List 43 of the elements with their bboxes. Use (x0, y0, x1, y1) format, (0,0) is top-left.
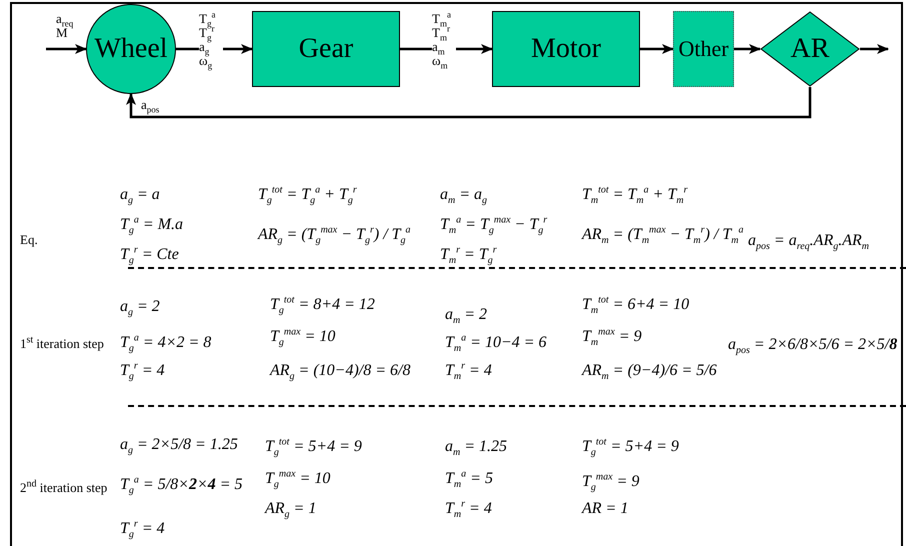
arrow (860, 44, 889, 54)
equation: T$_{g}$$^{r}$ = 4 (120, 520, 165, 538)
process-box: Motor (492, 11, 640, 87)
equation: T$_{m}$$^{r}$ = 4 (445, 500, 492, 518)
equation: AR$_{m}$ = (9−4)/6 = 5/6 (582, 362, 717, 380)
equation: T$_{g}$$^{a}$ = 5/8×2×4 = 5 (120, 476, 243, 494)
arrow (126, 87, 812, 118)
equation: AR$_{g}$ = 1 (265, 500, 316, 518)
process-box: Gear (252, 11, 400, 87)
decision-diamond: AR (760, 11, 860, 87)
equation: T$_{g}$$^{max}$ = 9 (582, 473, 640, 491)
equation: T$_{g}$$^{tot}$ = 5+4 = 9 (265, 438, 362, 456)
equation: T$_{g}$$^{tot}$ = 8+4 = 12 (270, 296, 375, 314)
row-heading: Eq. (20, 232, 38, 248)
row-heading: 1$^{st}$ iteration step (20, 336, 104, 352)
equation: AR$_{g}$ = (10−4)/8 = 6/8 (270, 362, 410, 380)
arrow (46, 44, 87, 54)
equation: a$_{g}$ = 2 (120, 298, 160, 316)
process-box: Other (673, 11, 734, 87)
equation: T$_{g}$$^{a}$ = M.a (120, 216, 184, 234)
equation: a$_{m}$ = 1.25 (445, 438, 508, 456)
equation: T$_{g}$$^{r}$ = 4 (120, 362, 165, 380)
equation: T$_{m}$$^{a}$ = 5 (445, 470, 493, 488)
equation: T$_{g}$$^{max}$ = 10 (270, 328, 336, 346)
equation: a$_{pos}$ = a$_{req}$.AR$_{g}$.AR$_{m}$ (748, 232, 869, 250)
equation: T$_{g}$$^{a}$ = 4×2 = 8 (120, 334, 212, 352)
row-heading: 2$^{nd}$ iteration step (20, 480, 108, 496)
equation: T$_{m}$$^{tot}$ = 6+4 = 10 (582, 296, 690, 314)
equation: T$_{g}$$^{max}$ = 10 (265, 470, 330, 488)
equation: a$_{g}$ = a (120, 186, 160, 204)
equation: a$_{m}$ = a$_{g}$ (440, 186, 488, 204)
equation: a$_{g}$ = 2×5/8 = 1.25 (120, 436, 238, 454)
process-circle: Wheel (86, 4, 176, 94)
arrow (734, 44, 761, 54)
equation: T$_{m}$$^{max}$ = 9 (582, 328, 642, 346)
equation: T$_{m}$$^{r}$ = 4 (445, 362, 492, 380)
equation: T$_{g}$$^{r}$ = Cte (120, 246, 179, 264)
equation: T$_{g}$$^{tot}$ = 5+4 = 9 (582, 438, 679, 456)
equation: a$_{m}$ = 2 (445, 306, 488, 324)
equation: T$_{m}$$^{a}$ = 10−4 = 6 (445, 334, 547, 352)
equation: AR = 1 (582, 500, 628, 518)
equation: a$_{pos}$ = 2×6/8×5/6 = 2×5/8 (728, 336, 898, 354)
arrow (640, 44, 674, 54)
